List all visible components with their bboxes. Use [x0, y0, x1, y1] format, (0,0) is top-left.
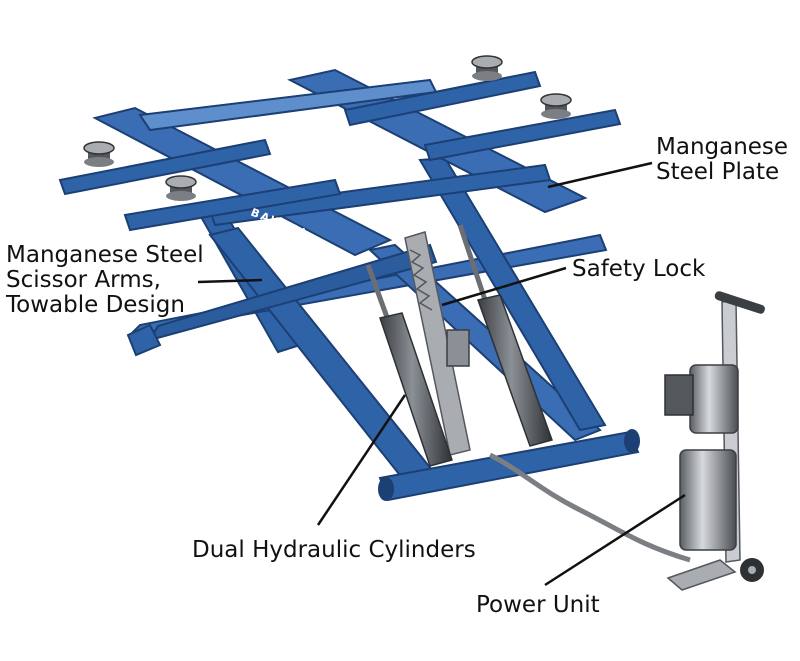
callout-line-arms	[197, 278, 263, 284]
callout-line-lock	[441, 266, 567, 307]
label-safety-lock: Safety Lock	[572, 256, 706, 282]
lift-pad-3	[83, 141, 115, 167]
scissor-arm-cross	[147, 243, 438, 342]
power-unit	[664, 291, 765, 591]
callout-line-cylinders	[316, 394, 407, 526]
power-unit-motor	[689, 364, 739, 434]
safety-lock	[404, 231, 471, 456]
label-line: Manganese Steel	[6, 242, 204, 268]
safety-lock-latch	[446, 329, 470, 367]
lift-pads	[83, 55, 572, 201]
label-line: Manganese	[656, 134, 789, 160]
label-line: Towable Design	[6, 292, 185, 318]
power-unit-handle-grip	[714, 291, 765, 314]
lift-pad-4	[165, 175, 197, 201]
safety-lock-teeth	[409, 249, 433, 311]
label-line: Steel Plate	[656, 159, 780, 185]
label-scissor-arms: Manganese Steel Scissor Arms, Towable De…	[6, 243, 204, 318]
callout-lines	[197, 161, 686, 587]
safety-lock-ratchet	[404, 231, 471, 456]
base-roller-left	[378, 477, 394, 501]
power-unit-control-box	[664, 374, 694, 416]
label-manganese-steel-plate: Manganese Steel Plate	[656, 135, 788, 185]
callout-line-power	[544, 493, 686, 587]
hydraulic-cylinder-left	[365, 264, 453, 467]
hydraulic-cylinders	[365, 224, 553, 467]
hydraulic-cylinder-right	[457, 224, 553, 447]
hydraulic-hose	[488, 452, 691, 563]
label-hydraulic-cylinders: Dual Hydraulic Cylinders	[192, 537, 476, 563]
label-line: Scissor Arms,	[6, 267, 161, 293]
lift-arm-front	[423, 108, 622, 162]
platform-end-rail	[208, 163, 552, 227]
lift-arm-front-2	[123, 178, 342, 232]
label-power-unit: Power Unit	[476, 592, 600, 618]
base-roller-right	[624, 429, 640, 453]
power-unit-tank	[679, 449, 737, 551]
lift-arms	[58, 70, 622, 232]
lift-arm-rear-2	[58, 138, 272, 196]
callout-line-plate	[547, 161, 653, 189]
top-platform	[92, 68, 588, 257]
lift-arm-rear	[343, 70, 542, 127]
lift-pad-1	[471, 55, 503, 81]
base-rear-bar	[126, 323, 162, 357]
power-unit-foot-plate	[666, 559, 737, 591]
lift-pad-2	[540, 93, 572, 119]
